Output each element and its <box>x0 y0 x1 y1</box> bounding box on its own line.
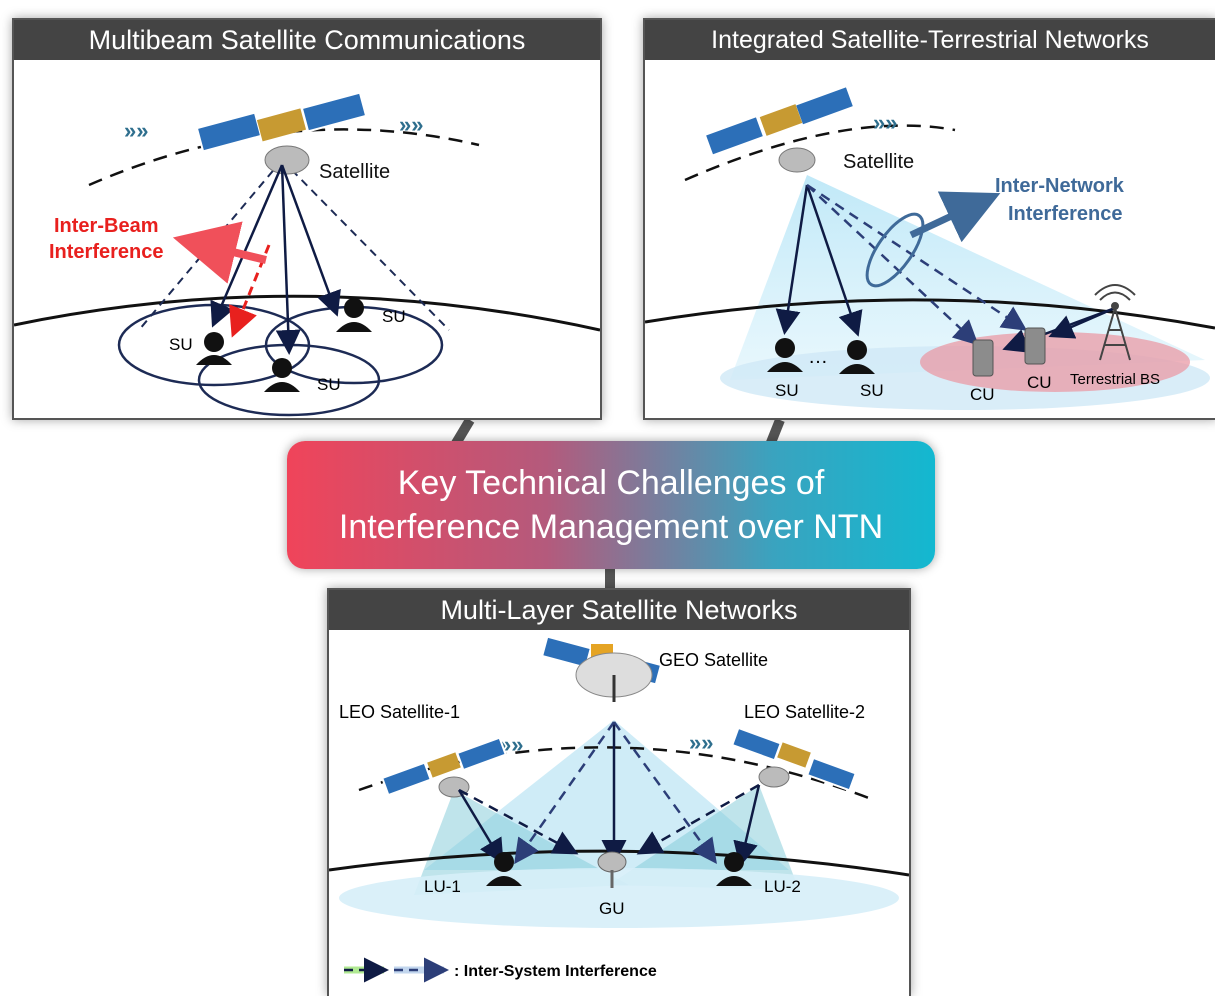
ellipsis: … <box>808 346 828 368</box>
interference-label-line2: Interference <box>1008 203 1123 225</box>
su-label: SU <box>860 381 884 400</box>
cu-label: CU <box>1027 373 1052 392</box>
signal-arrow <box>280 164 341 317</box>
gu-label: GU <box>599 899 625 918</box>
geo-satellite-icon <box>540 635 663 702</box>
integrated-diagram: »» Satellite Inter-Network Interference <box>645 84 1215 410</box>
signal-arrow <box>733 784 761 867</box>
signal-arrow <box>805 184 863 337</box>
panel-title: Multi-Layer Satellite Networks <box>329 590 909 630</box>
interference-arrow <box>458 788 579 855</box>
user-label: SU <box>317 375 341 394</box>
user-label: SU <box>382 307 406 326</box>
interference-label-line2: Interference <box>49 241 164 263</box>
panel-title: Multibeam Satellite Communications <box>14 20 600 60</box>
leo2-satellite-icon <box>730 726 857 792</box>
panel-multibeam: Multibeam Satellite Communications »» »»… <box>12 18 602 420</box>
interference-arrow <box>806 183 1028 331</box>
base-station-icon <box>1094 284 1136 361</box>
signal-arrow <box>775 184 809 335</box>
geo-label: GEO Satellite <box>659 650 768 670</box>
user-icon <box>839 340 875 374</box>
terrestrial-arrow <box>1048 306 1116 339</box>
challenges-banner: Key Technical Challenges of Interference… <box>287 441 935 569</box>
interference-arrow <box>636 783 760 855</box>
orbit-chevrons: »» <box>873 110 897 135</box>
legend-label: : Inter-System Interference <box>454 963 657 980</box>
phone-icon <box>1024 327 1046 365</box>
ground-zone <box>339 868 899 928</box>
bs-label: Terrestrial BS <box>1070 371 1160 388</box>
orbit-chevrons: »» <box>399 112 423 137</box>
signal-arrow <box>275 164 301 355</box>
interference-pointer <box>909 191 1001 243</box>
user-icon <box>196 332 232 365</box>
user-icon <box>336 298 372 332</box>
multibeam-diagram: »» »» Satellite Inter-Beam Interfer <box>14 91 600 417</box>
panel-integrated: Integrated Satellite-Terrestrial Network… <box>643 18 1215 420</box>
orbit-chevrons: »» <box>124 118 148 143</box>
leo2-label: LEO Satellite-2 <box>744 702 865 722</box>
interference-arrow <box>514 721 616 865</box>
earth-surface <box>645 298 1215 330</box>
interference-pointer <box>172 221 267 284</box>
cu-label: CU <box>970 385 995 404</box>
legend: : Inter-System Interference <box>344 957 657 983</box>
multilayer-diagram: »» »» GEO Satellite LEO Satellite-1 <box>329 635 909 983</box>
satellite-label: Satellite <box>319 161 390 183</box>
phone-icon <box>972 339 994 377</box>
interference-arrow <box>612 721 717 865</box>
user-icon <box>716 852 752 886</box>
interference-arrow <box>806 184 979 346</box>
user-icon <box>486 852 522 886</box>
lu1-label: LU-1 <box>424 877 461 896</box>
signal-arrow <box>210 164 284 328</box>
user-label: SU <box>169 335 193 354</box>
beam-cell <box>197 343 381 417</box>
satellite-icon <box>703 84 856 173</box>
interference-marker <box>865 212 925 288</box>
signal-arrow <box>457 789 504 865</box>
dish-icon <box>597 851 627 888</box>
panel-multilayer: Multi-Layer Satellite Networks »» »» GEO… <box>327 588 911 996</box>
earth-surface <box>14 294 600 332</box>
interference-label-line1: Inter-Beam <box>54 215 158 237</box>
panel-title: Integrated Satellite-Terrestrial Network… <box>645 20 1215 60</box>
banner-line2: Interference Management over NTN <box>338 508 884 546</box>
orbit-path <box>88 128 480 187</box>
interference-label-line1: Inter-Network <box>995 175 1125 197</box>
satellite-label: Satellite <box>843 151 914 173</box>
banner-line1: Key Technical Challenges of <box>397 464 825 502</box>
lu2-label: LU-2 <box>764 877 801 896</box>
satellite-icon <box>195 91 368 175</box>
user-icon <box>264 358 300 392</box>
user-icon <box>767 338 803 372</box>
leo1-label: LEO Satellite-1 <box>339 702 460 722</box>
orbit-chevrons: »» <box>689 730 713 755</box>
su-label: SU <box>775 381 799 400</box>
leo1-satellite-icon <box>380 736 507 798</box>
